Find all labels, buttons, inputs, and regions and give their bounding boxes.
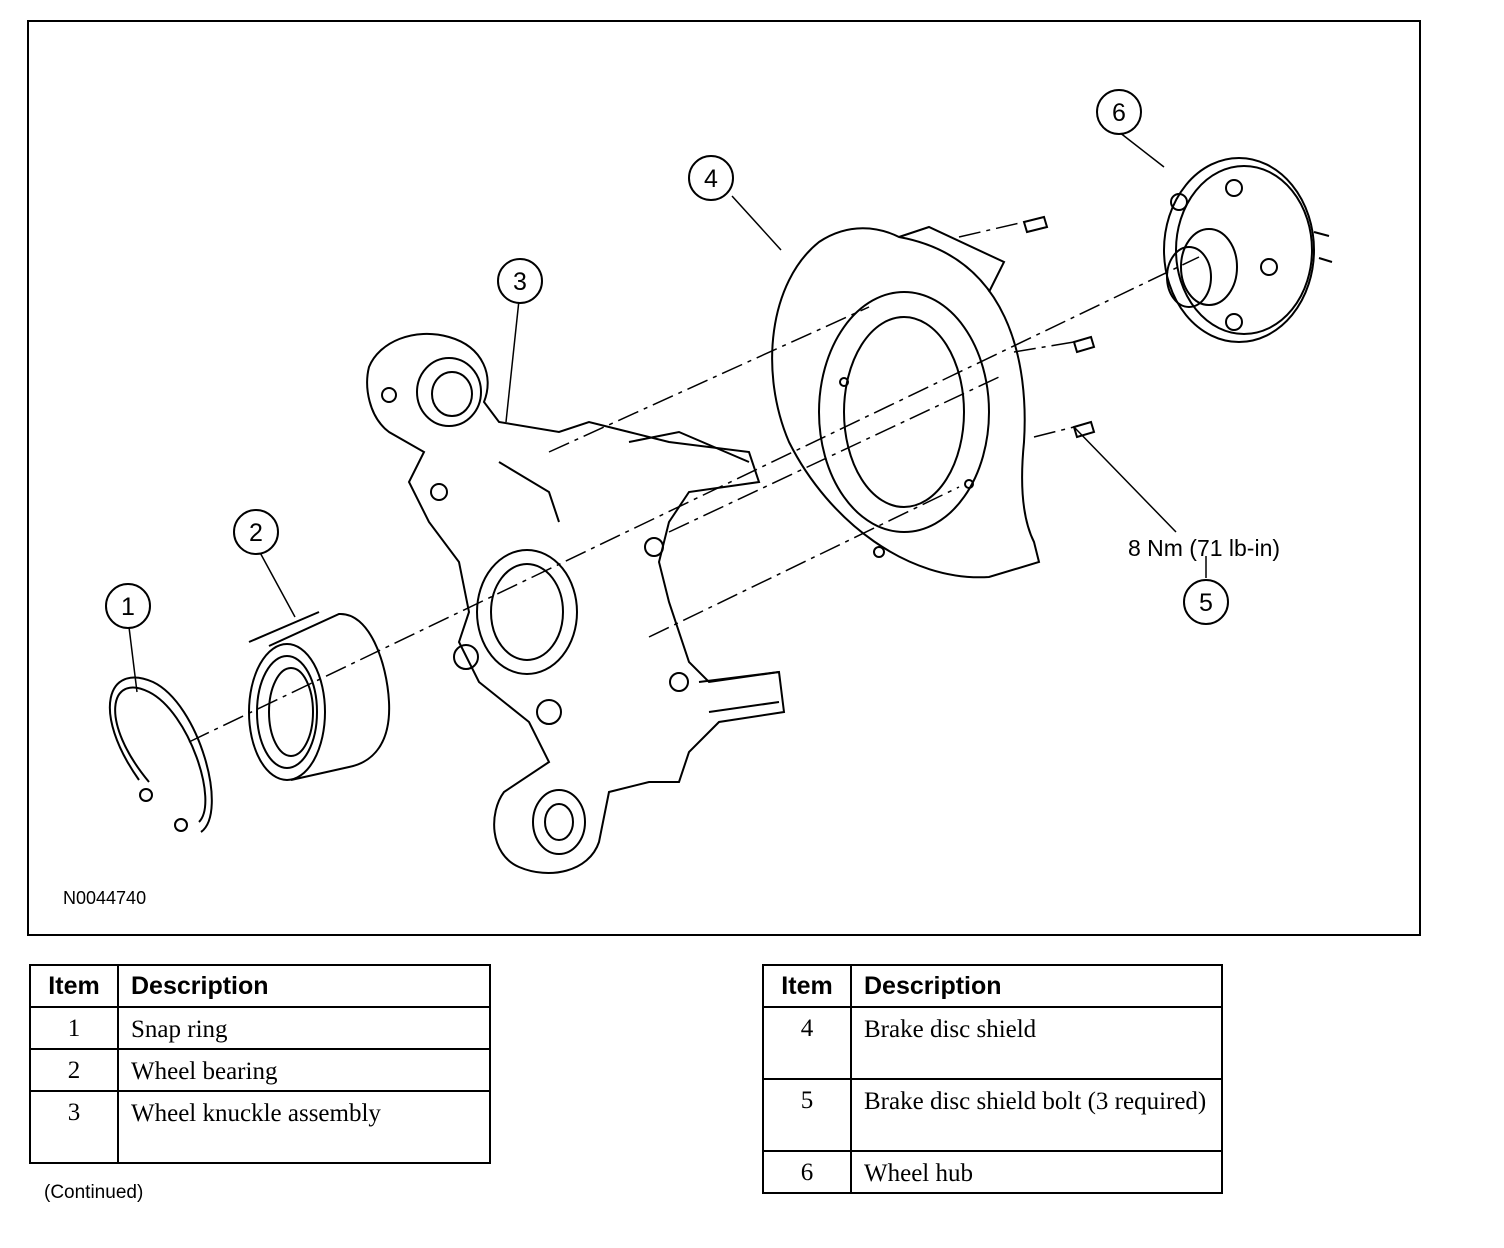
exploded-view-drawing: 1 2 3 4 5 6 8 Nm (71 lb-in) [105,89,1333,874]
description-header: Description [117,964,491,1008]
continued-note: (Continued) [44,1182,144,1203]
item-description: Wheel knuckle assembly [117,1090,491,1164]
table-row: 6 Wheel hub [762,1150,1223,1194]
item-number: 5 [762,1078,852,1152]
callout-3: 3 [497,258,543,304]
callout-2: 2 [233,509,279,555]
callout-4: 4 [688,155,734,201]
item-header: Item [29,964,119,1008]
table-row: 3 Wheel knuckle assembly [29,1090,491,1164]
wheel-hub-drawing [1163,157,1333,343]
callout-1-label: 1 [121,593,135,621]
callout-6: 6 [1096,89,1142,135]
callout-6-label: 6 [1112,99,1126,127]
description-header: Description [850,964,1223,1008]
exploded-view-figure: 1 2 3 4 5 6 8 Nm (71 lb-in) [27,20,1421,936]
item-number: 1 [29,1006,119,1050]
torque-spec: 8 Nm (71 lb-in) [1128,535,1280,561]
item-description: Wheel bearing [117,1048,491,1092]
item-description: Wheel hub [850,1150,1223,1194]
callout-2-label: 2 [249,519,263,547]
brake-disc-shield-drawing [771,225,1041,579]
table-row: 5 Brake disc shield bolt (3 required) [762,1078,1223,1152]
axis-centerlines [188,221,1200,743]
wheel-bearing-drawing [248,611,391,781]
table-row: 1 Snap ring [29,1006,491,1050]
snap-ring-drawing [108,676,213,833]
table-header-row: Item Description [762,964,1223,1008]
item-description: Brake disc shield bolt (3 required) [850,1078,1223,1152]
item-number: 4 [762,1006,852,1080]
callouts: 1 2 3 4 5 6 [105,89,1229,629]
item-number: 6 [762,1150,852,1194]
callout-5-label: 5 [1199,589,1213,617]
callout-4-label: 4 [704,165,718,193]
shield-bolts-drawing [1022,215,1096,439]
figure-id: N0044740 [63,888,147,908]
table-header-row: Item Description [29,964,491,1008]
legend-table-left: Item Description 1 Snap ring 2 Wheel bea… [29,964,491,1164]
callout-5: 5 [1183,579,1229,625]
callout-leaders [128,131,1207,693]
callout-3-label: 3 [513,268,527,296]
wheel-knuckle-drawing [366,332,786,874]
table-row: 4 Brake disc shield [762,1006,1223,1080]
callout-1: 1 [105,583,151,629]
item-description: Snap ring [117,1006,491,1050]
table-row: 2 Wheel bearing [29,1048,491,1092]
item-header: Item [762,964,852,1008]
item-number: 2 [29,1048,119,1092]
item-description: Brake disc shield [850,1006,1223,1080]
item-number: 3 [29,1090,119,1164]
legend-table-right: Item Description 4 Brake disc shield 5 B… [762,964,1223,1194]
